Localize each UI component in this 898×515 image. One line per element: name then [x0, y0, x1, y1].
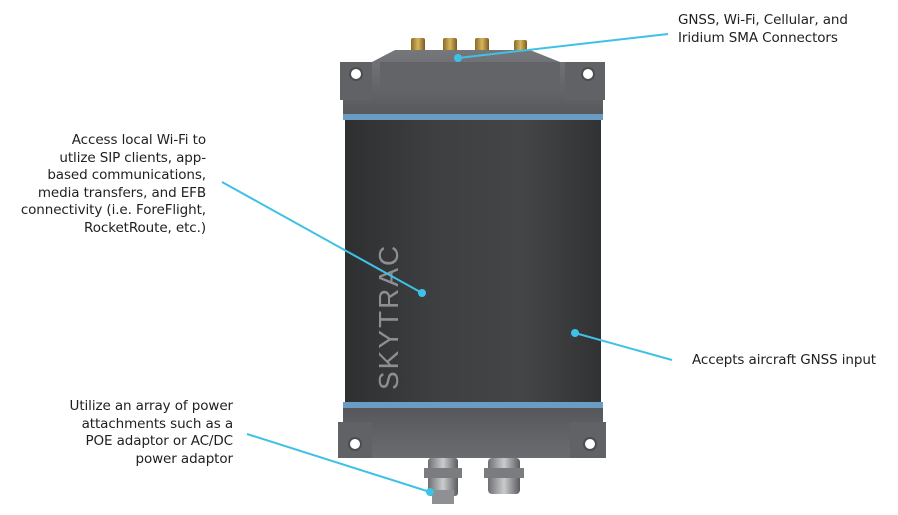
wifi-callout-line-2: utlize SIP clients, app-: [59, 149, 206, 166]
wifi-callout-line-4: media transfers, and EFB: [37, 184, 206, 201]
wifi-callout: Access local Wi-Fi to utlize SIP clients…: [21, 132, 206, 237]
wifi-callout-line-1: Access local Wi-Fi to: [71, 132, 206, 148]
gnss-input-callout-line-1: Accepts aircraft GNSS input: [692, 352, 876, 368]
wifi-callout-dot: [418, 289, 426, 297]
accent-band-top: [343, 114, 603, 120]
gnss-input-callout-dot: [571, 329, 579, 337]
power-callout-line: [246, 433, 431, 493]
gnss-input-callout-line: [574, 332, 673, 361]
power-callout-line-2: attachments such as a: [81, 415, 233, 432]
power-callout: Utilize an array of power attachments su…: [69, 398, 234, 468]
bottom-cap: [338, 408, 606, 458]
wifi-callout-line-5: connectivity (i.e. ForeFlight,: [20, 202, 206, 218]
connectors-callout-line: [457, 33, 669, 59]
wifi-callout-line-6: RocketRoute, etc.): [84, 219, 206, 236]
connectors-callout-dot: [454, 54, 462, 62]
power-connectors: [424, 458, 524, 504]
accent-band-bottom: [343, 402, 603, 408]
body-panel: [345, 120, 601, 404]
power-callout-line-1: Utilize an array of power: [69, 398, 234, 414]
wifi-callout-line-3: based communications,: [47, 167, 206, 183]
connectors-callout-line-2: Iridium SMA Connectors: [678, 29, 838, 46]
wifi-callout-line: [221, 181, 423, 294]
connectors-callout: GNSS, Wi-Fi, Cellular, and Iridium SMA C…: [678, 12, 848, 47]
power-callout-line-3: POE adaptor or AC/DC: [85, 433, 233, 449]
top-cap: [340, 50, 605, 118]
gnss-input-callout: Accepts aircraft GNSS input: [692, 352, 876, 370]
power-callout-line-4: power adaptor: [135, 450, 233, 467]
power-callout-dot: [426, 488, 434, 496]
connectors-callout-line-1: GNSS, Wi-Fi, Cellular, and: [678, 12, 848, 28]
